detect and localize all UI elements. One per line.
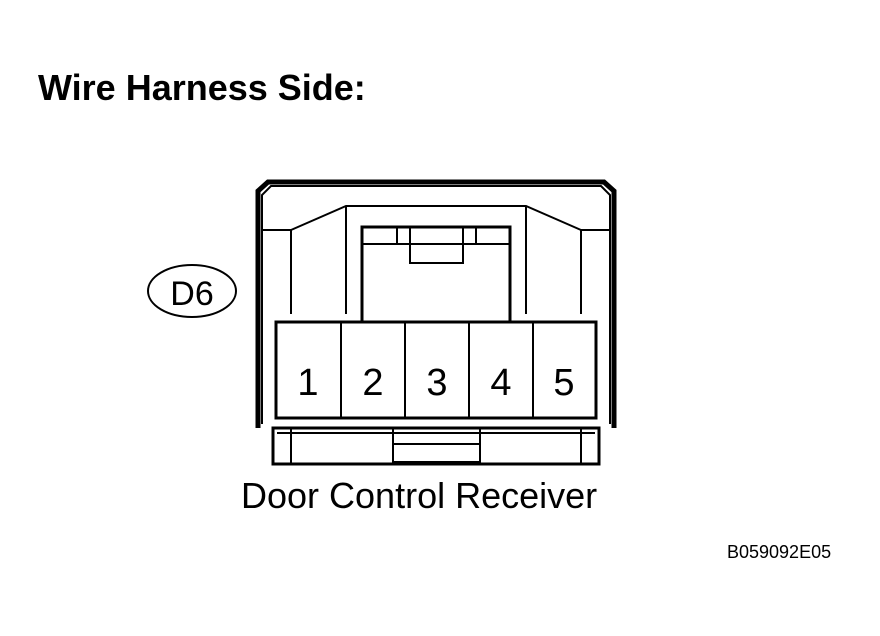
locking-lug (360, 225, 512, 324)
pin-number: 2 (362, 362, 383, 404)
housing-inner-outline (261, 185, 611, 424)
figure-code: B059092E05 (727, 542, 832, 562)
connector-housing (255, 179, 617, 428)
diagram-title: Wire Harness Side: (38, 67, 366, 108)
pin-number: 1 (297, 362, 318, 404)
connector-code-bubble (147, 264, 237, 318)
lug-latch (409, 226, 464, 264)
connector-code-label: D6 (170, 275, 213, 313)
left-side-step (262, 229, 292, 314)
component-caption: Door Control Receiver (241, 475, 598, 516)
pin-number: 4 (490, 362, 511, 404)
right-side-step (580, 229, 610, 314)
hood-roof (290, 205, 582, 231)
pin-number: 3 (426, 362, 447, 404)
pin-block (274, 320, 598, 420)
pin-number: 5 (553, 362, 574, 404)
